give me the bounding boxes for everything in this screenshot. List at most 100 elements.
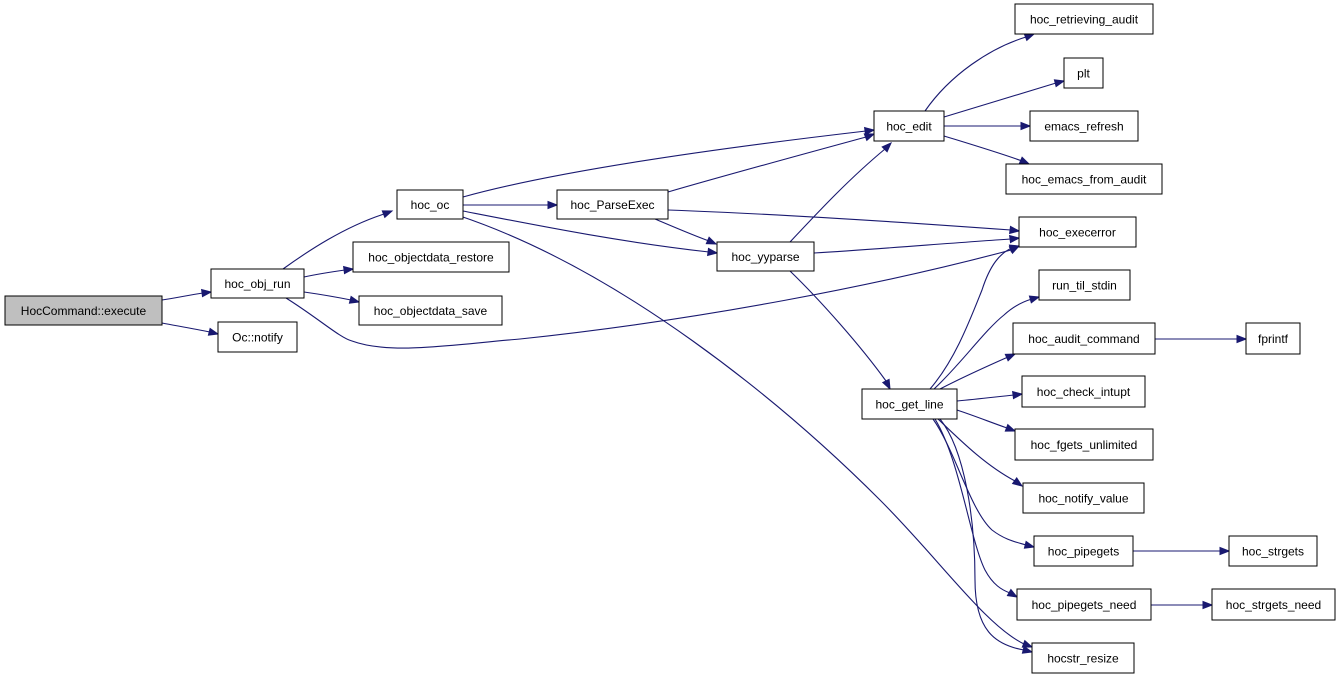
node-box [1031,642,1135,674]
node-check-intupt[interactable]: hoc_check_intupt [1021,375,1146,408]
arrowhead-icon [1202,600,1214,610]
arrowhead-icon [1004,353,1017,362]
edge-get_line-to-hocstr_resize [939,418,1034,654]
node-box [1022,482,1145,514]
node-notify-value[interactable]: hoc_notify_value [1022,482,1145,514]
edge-get_line-to-fgets_unlimited [956,409,1017,432]
edge-oc-to-edit [462,126,876,198]
node-retrieving-audit[interactable]: hoc_retrieving_audit [1014,3,1154,35]
node-pipegets-need[interactable]: hoc_pipegets_need [1016,588,1152,621]
edge-parseexec-to-edit [667,133,876,193]
edge-execute-to-notify [161,322,220,336]
node-objdata-save[interactable]: hoc_objectdata_save [358,295,503,326]
node-yyparse[interactable]: hoc_yyparse [716,241,815,272]
edge-get_line-to-check_intupt [956,390,1024,402]
edge-oc-to-parseexec [463,200,559,210]
edge-get_line-to-run_til_stdin [933,295,1041,390]
node-parseexec[interactable]: hoc_ParseExec [556,189,669,220]
arrowhead-icon [1236,334,1248,344]
node-objdata-restore[interactable]: hoc_objectdata_restore [352,241,510,273]
node-label: hoc_pipegets_need [1032,598,1137,612]
node-pipegets[interactable]: hoc_pipegets [1033,535,1134,567]
arrowhead-icon [1028,295,1041,304]
node-label: hoc_retrieving_audit [1030,13,1139,27]
node-run-til-stdin[interactable]: run_til_stdin [1038,269,1131,301]
node-notify[interactable]: Oc::notify [217,321,298,353]
edge-pipegets-to-strgets [1133,546,1231,556]
node-strgets-need[interactable]: hoc_strgets_need [1211,588,1336,621]
edge-get_line-to-execerror [929,244,1021,390]
arrowhead-icon [707,247,719,257]
node-box [1014,3,1154,35]
node-box [1018,216,1137,248]
node-hocstr-resize[interactable]: hocstr_resize [1031,642,1135,674]
arrowhead-icon [343,265,355,275]
edge-edit-to-retrieving_audit [924,33,1036,112]
node-box [4,295,163,326]
node-box [1012,322,1156,355]
node-box [556,189,669,220]
node-fgets-unlimited[interactable]: hoc_fgets_unlimited [1014,428,1154,461]
edge-parseexec-to-execerror [667,209,1021,235]
node-label: hoc_strgets_need [1226,598,1321,612]
node-label: emacs_refresh [1044,120,1123,134]
node-box [1063,57,1104,89]
edge-yyparse-to-get_line [789,270,891,391]
node-strgets[interactable]: hoc_strgets [1228,535,1318,567]
node-label: hoc_get_line [875,398,943,412]
node-plt[interactable]: plt [1063,57,1104,89]
node-fprintf[interactable]: fprintf [1245,322,1301,355]
edge-audit_command-to-fprintf [1155,334,1248,344]
node-get-line[interactable]: hoc_get_line [861,388,958,420]
node-label: hoc_emacs_from_audit [1022,173,1147,187]
node-label: hoc_check_intupt [1037,385,1131,399]
node-box [1014,428,1154,461]
node-box [217,321,298,353]
arrowhead-icon [381,210,394,219]
arrowhead-icon [1018,156,1031,165]
arrowhead-icon [1009,234,1021,244]
arrowhead-icon [1004,423,1017,432]
node-box [1021,375,1146,408]
node-edit[interactable]: hoc_edit [873,110,945,142]
node-label: hoc_objectdata_restore [368,251,494,265]
edge-get_line-to-pipegets_need [934,418,1019,598]
node-label: hoc_oc [411,198,450,212]
arrowhead-icon [1006,588,1019,598]
node-obj-run[interactable]: hoc_obj_run [210,268,305,299]
node-label: hoc_yyparse [731,250,799,264]
node-label: hoc_edit [886,120,932,134]
node-label: hoc_pipegets [1048,545,1119,559]
node-emacs-refresh[interactable]: emacs_refresh [1029,110,1139,142]
node-oc[interactable]: hoc_oc [396,189,464,220]
node-label: hoc_audit_command [1028,332,1139,346]
node-box [1029,110,1139,142]
node-box [1211,588,1336,621]
node-label: hoc_fgets_unlimited [1031,438,1138,452]
node-label: plt [1077,67,1090,81]
edge-yyparse-to-edit [789,142,892,243]
edge-edit-to-emacs_refresh [944,121,1032,131]
node-execute[interactable]: HocCommand::execute [4,295,163,326]
edge-get_line-to-audit_command [939,353,1017,390]
node-emacs-from-audit[interactable]: hoc_emacs_from_audit [1005,163,1163,195]
arrowhead-icon [201,288,213,298]
edge-oc-to-yyparse [462,210,719,257]
edge-obj_run-to-oc [282,210,394,270]
node-label: hoc_obj_run [224,277,290,291]
node-box [358,295,503,326]
arrowhead-icon [864,126,876,136]
edge-edit-to-emacs_from_audit [943,135,1031,165]
node-box [1005,163,1163,195]
node-audit-command[interactable]: hoc_audit_command [1012,322,1156,355]
edge-edit-to-plt [943,79,1066,118]
edge-obj_run-to-objdata_restore [303,265,355,278]
node-box [1038,269,1131,301]
arrowhead-icon [1053,79,1066,88]
node-label: hoc_ParseExec [570,198,654,212]
node-label: hoc_execerror [1039,226,1116,240]
arrowhead-icon [1008,244,1021,253]
node-execerror[interactable]: hoc_execerror [1018,216,1137,248]
arrowhead-icon [1023,540,1036,549]
arrowhead-icon [1021,639,1034,648]
